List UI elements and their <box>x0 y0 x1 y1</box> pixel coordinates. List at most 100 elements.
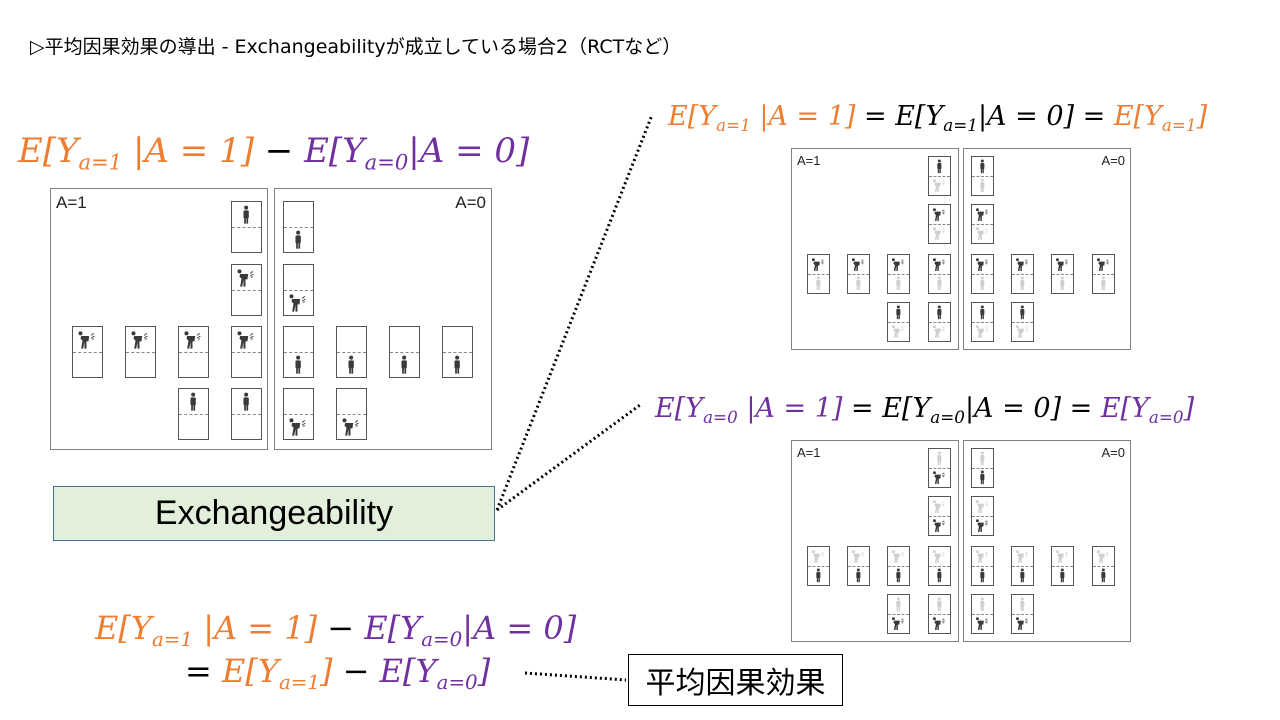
person-card <box>928 496 951 536</box>
outcome-if-untreated <box>443 352 472 377</box>
formula-subscript: a=1 <box>1161 114 1197 135</box>
outcome-if-untreated <box>972 516 993 535</box>
outcome-if-untreated <box>972 322 993 341</box>
formula-text: |A = 0] = <box>964 393 1101 424</box>
outcome-if-untreated <box>972 224 993 243</box>
person-card <box>971 594 994 634</box>
sick-person-icon <box>933 500 946 513</box>
connector-to-top-formula <box>495 114 654 511</box>
sick-person-icon <box>184 330 202 349</box>
formula-subscript: a=1 <box>278 670 321 694</box>
outcome-if-treated <box>1093 547 1114 567</box>
sick-person-icon <box>933 471 946 484</box>
sick-person-icon <box>933 179 946 192</box>
formula-subscript: a=1 <box>78 149 123 175</box>
healthy-person-icon <box>980 470 985 485</box>
person-card <box>1092 254 1115 294</box>
formula-text: = E[Y <box>855 101 944 132</box>
outcome-if-treated <box>232 389 261 415</box>
person-card <box>971 204 994 244</box>
outcome-if-treated <box>1093 255 1114 275</box>
person-card <box>1051 546 1074 586</box>
person-card <box>283 201 314 253</box>
formula-subscript: a=0 <box>930 406 965 427</box>
formula-bottom-line1: E[Ya=1 |A = 1] − E[Ya=0|A = 0] <box>95 612 576 650</box>
outcome-if-treated <box>390 327 419 353</box>
average-causal-effect-box: 平均因果効果 <box>628 654 843 706</box>
person-card <box>971 254 994 294</box>
formula-text: ] <box>477 652 491 690</box>
person-card <box>971 448 994 488</box>
healthy-person-icon <box>980 305 985 320</box>
outcome-if-untreated <box>888 274 909 293</box>
sick-person-icon <box>976 208 989 221</box>
person-card <box>971 156 994 196</box>
sick-person-icon <box>1097 258 1110 271</box>
formula-text: E[Y <box>1113 101 1162 132</box>
sick-person-icon <box>1097 550 1110 563</box>
outcome-if-treated <box>972 255 993 275</box>
outcome-if-treated <box>1012 595 1033 615</box>
outcome-if-treated <box>337 389 366 415</box>
person-card <box>807 546 830 586</box>
outcome-if-untreated <box>1052 566 1073 585</box>
person-card <box>72 326 103 378</box>
outcome-if-treated <box>808 547 829 567</box>
formula-term: − <box>254 131 304 171</box>
treated-group-panel: A=1 <box>791 148 959 350</box>
formula-term: = E[Ya=1|A = 0] = <box>855 101 1113 135</box>
outcome-if-treated <box>284 202 313 228</box>
treated-group-panel: A=1 <box>791 440 959 642</box>
outcome-if-untreated <box>929 274 950 293</box>
outcome-if-treated <box>972 449 993 469</box>
healthy-person-icon <box>980 597 985 612</box>
group-label: A=0 <box>1101 153 1126 168</box>
formula-text: |A = 0] <box>462 609 577 647</box>
formula-text: |A = 1] <box>122 131 254 171</box>
outcome-if-untreated <box>126 352 155 377</box>
healthy-person-icon <box>454 355 461 374</box>
outcome-if-untreated <box>929 516 950 535</box>
group-label: A=0 <box>1101 445 1126 460</box>
outcome-if-treated <box>972 547 993 567</box>
sick-person-icon <box>976 500 989 513</box>
exchangeability-box: Exchangeability <box>53 486 495 541</box>
person-card <box>928 156 951 196</box>
healthy-person-icon <box>295 230 302 249</box>
outcome-if-treated <box>888 303 909 323</box>
sick-person-icon <box>1016 550 1029 563</box>
formula-subscript: a=0 <box>364 149 409 175</box>
outcome-if-untreated <box>929 468 950 487</box>
healthy-person-icon <box>980 178 985 193</box>
formula-subscript: a=1 <box>943 114 978 135</box>
formula-text: |A = 1] <box>750 101 856 132</box>
formula-term: E[Ya=0|A = 0] <box>364 609 577 649</box>
outcome-if-treated <box>972 497 993 517</box>
healthy-person-icon <box>896 305 901 320</box>
sick-person-icon <box>1016 258 1029 271</box>
formula-term: E[Ya=1 |A = 1] <box>668 101 856 135</box>
group-label: A=1 <box>797 153 821 168</box>
healthy-person-icon <box>1060 568 1065 583</box>
outcome-if-treated <box>972 205 993 225</box>
sick-person-icon <box>933 258 946 271</box>
sick-person-icon <box>289 293 307 312</box>
outcome-if-untreated <box>232 352 261 377</box>
formula-text: |A = 1] <box>193 609 318 647</box>
sick-person-icon <box>933 519 946 532</box>
outcome-if-untreated <box>888 614 909 633</box>
healthy-person-icon <box>243 392 250 411</box>
outcome-if-treated <box>848 255 869 275</box>
outcome-if-treated <box>1012 255 1033 275</box>
sick-person-icon <box>812 258 825 271</box>
person-card <box>887 254 910 294</box>
outcome-if-untreated <box>929 614 950 633</box>
outcome-if-untreated <box>337 352 366 377</box>
sick-person-icon <box>933 617 946 630</box>
outcome-if-untreated <box>1093 566 1114 585</box>
formula-term: E[Ya=0|A = 0] <box>304 131 529 175</box>
person-card <box>971 302 994 342</box>
healthy-person-icon <box>1101 568 1106 583</box>
formula-text: ] <box>320 652 333 690</box>
formula-subscript: a=1 <box>716 114 751 135</box>
